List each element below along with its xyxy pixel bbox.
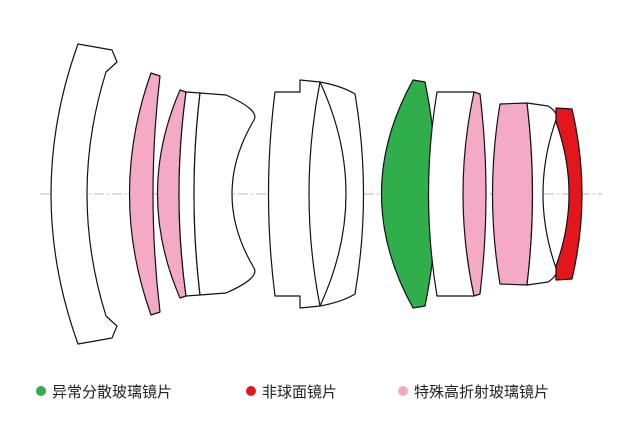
- legend-item-aspheric: 非球面镜片: [246, 376, 337, 406]
- legend-dot-aspheric: [246, 386, 256, 396]
- lens-element-11-high-refraction: [491, 102, 534, 286]
- legend-label-hr: 特殊高折射玻璃镜片: [414, 382, 550, 401]
- legend-item-hr: 特殊高折射玻璃镜片: [398, 376, 549, 406]
- lens-optical-diagram: [40, 43, 602, 345]
- legend-label-aspheric: 非球面镜片: [262, 382, 338, 401]
- legend-dot-hr: [398, 386, 408, 396]
- lens-element-10-high-refraction: [462, 91, 487, 297]
- lens-element-5: [193, 92, 256, 296]
- legend-dot-ed: [36, 386, 46, 396]
- lens-element-13-aspheric: [555, 107, 583, 281]
- lens-element-1: [50, 43, 118, 345]
- legend-label-ed: 异常分散玻璃镜片: [52, 382, 173, 401]
- legend-item-ed: 异常分散玻璃镜片: [36, 376, 172, 406]
- lens-element-2-high-refraction: [128, 72, 161, 316]
- lens-element-7: [308, 81, 347, 307]
- legend: 异常分散玻璃镜片 非球面镜片 特殊高折射玻璃镜片: [0, 376, 625, 406]
